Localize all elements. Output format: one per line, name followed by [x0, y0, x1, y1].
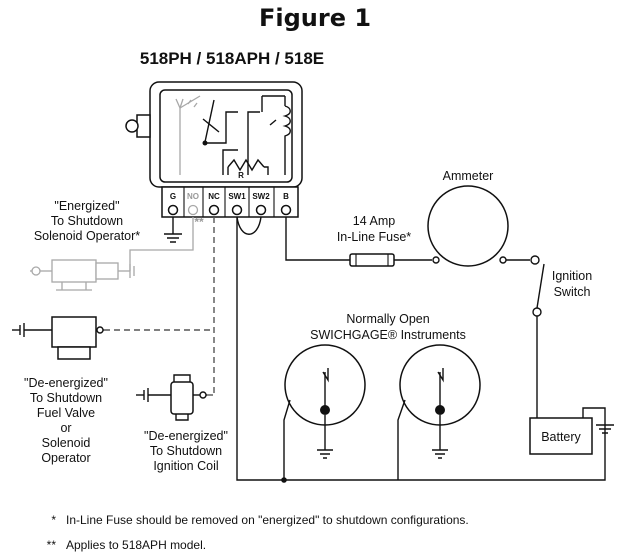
figure-title: Figure 1 [259, 4, 371, 32]
energized-line2: To Shutdown [51, 214, 123, 228]
terminal-block [161, 186, 299, 218]
model-numbers: 518PH / 518APH / 518E [140, 49, 324, 68]
fuse-icon [349, 253, 395, 267]
battery-icon [529, 407, 614, 455]
fuel-valve-line2: To Shutdown [30, 391, 102, 405]
ammeter-icon [427, 185, 509, 267]
ignition-coil-line3: Ignition Coil [153, 459, 218, 473]
terminal-sw2: SW2 [252, 192, 270, 201]
ignition-coil-icon [136, 374, 207, 421]
fuel-valve-line1: "De-energized" [24, 376, 108, 390]
aph-note-marker: ** [194, 215, 204, 229]
unit-ground-icon [164, 217, 182, 243]
instruments-line1: Normally Open [346, 312, 429, 326]
footnote-1-text: In-Line Fuse should be removed on "energ… [66, 513, 469, 527]
terminal-sw1: SW1 [228, 192, 246, 201]
fuel-valve-line4: or [60, 421, 71, 435]
ignition-switch-line2: Switch [554, 285, 591, 299]
fuel-valve-line5: Solenoid [42, 436, 91, 450]
energized-line1: "Energized" [54, 199, 119, 213]
ignition-switch-line1: Ignition [552, 269, 592, 283]
fuse-label-line2: In-Line Fuse* [337, 230, 411, 244]
fuel-valve-line6: Operator [41, 451, 90, 465]
terminal-no: NO [187, 192, 199, 201]
sw1-bus-wire [236, 217, 606, 481]
footnote-2-mark: ** [47, 538, 57, 552]
fuel-valve-line3: Fuel Valve [37, 406, 95, 420]
footnote-1-mark: * [51, 513, 56, 527]
terminal-nc: NC [208, 192, 220, 201]
fuel-valve-icon [12, 316, 104, 360]
energized-solenoid-icon [30, 217, 194, 291]
sw-jumper-wire [236, 216, 262, 235]
energized-line3: Solenoid Operator* [34, 229, 140, 243]
resistor-label: R [238, 171, 244, 180]
terminal-b: B [283, 192, 289, 201]
ignition-coil-line2: To Shutdown [150, 444, 222, 458]
swichgage-left-icon [283, 344, 366, 480]
terminal-g: G [170, 192, 176, 201]
b-terminal-wire [285, 217, 350, 261]
instruments-line2: SWICHGAGE® Instruments [310, 328, 466, 342]
swichgage-right-icon [397, 344, 481, 480]
ignition-coil-line1: "De-energized" [144, 429, 228, 443]
ignition-switch-icon [530, 255, 545, 418]
fuse-label-line1: 14 Amp [353, 214, 395, 228]
ammeter-label: Ammeter [443, 169, 494, 183]
footnote-2-text: Applies to 518APH model. [66, 538, 206, 552]
switch-unit [125, 81, 303, 188]
battery-label: Battery [541, 430, 581, 444]
